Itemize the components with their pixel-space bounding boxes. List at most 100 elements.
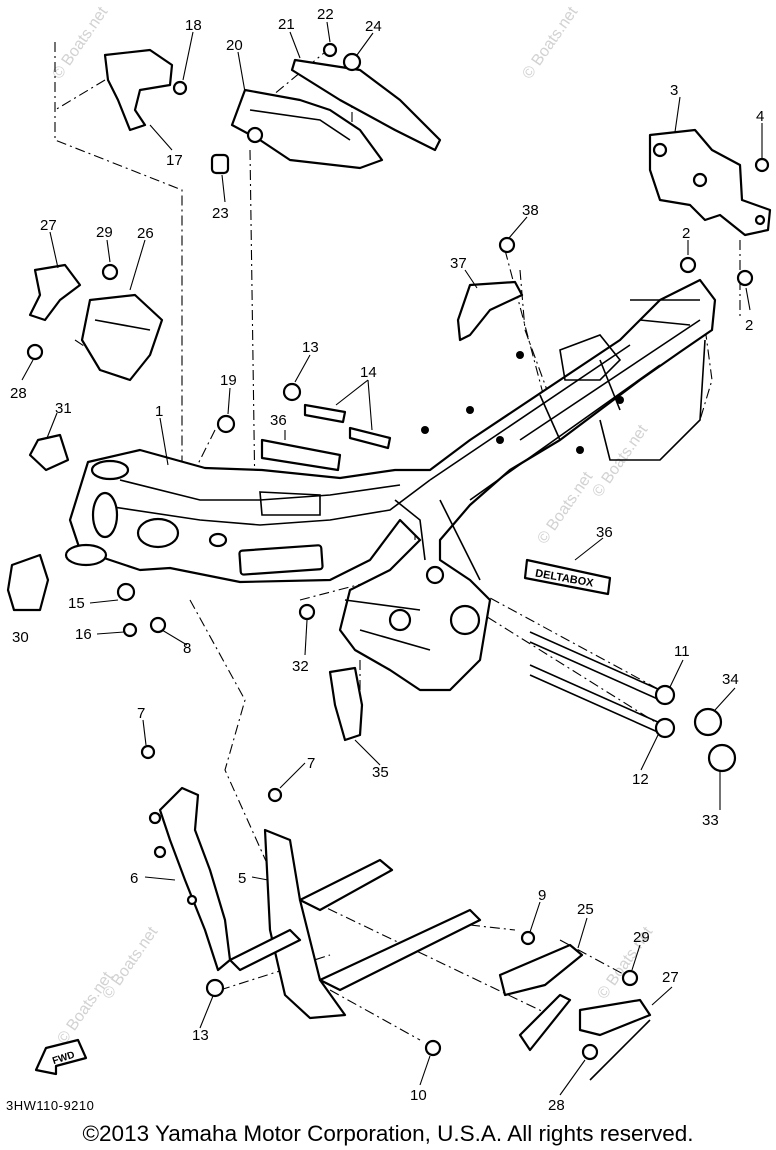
- callout-3: 3: [670, 82, 678, 99]
- bolt-9: [520, 930, 536, 946]
- copyright-notice: ©2013 Yamaha Motor Corporation, U.S.A. A…: [82, 1121, 694, 1146]
- callout-24: 24: [365, 18, 382, 35]
- callout-14: 14: [360, 364, 377, 381]
- nut-2-b: [736, 269, 754, 287]
- callout-31: 31: [55, 400, 72, 417]
- callout-21: 21: [278, 16, 295, 33]
- callout-18: 18: [185, 17, 202, 34]
- nut-2-a: [679, 256, 697, 274]
- fwd-arrow: FWD: [34, 1038, 88, 1076]
- long-bolts: [529, 631, 676, 739]
- bolt-15: [116, 582, 136, 602]
- cap-34: [693, 707, 723, 737]
- grommet-32: [298, 603, 316, 621]
- watermark-5: © Boats.net: [99, 923, 161, 1002]
- callout-35: 35: [372, 764, 389, 781]
- part-27-bracket-low: [578, 998, 652, 1081]
- callout-11: 11: [674, 643, 690, 660]
- callout-34: 34: [722, 671, 739, 688]
- part-5-subframe: [228, 828, 482, 1020]
- callout-9: 9: [538, 887, 546, 904]
- bolt-4: [754, 157, 770, 173]
- bolt-10: [424, 1039, 442, 1057]
- seal-31: [28, 433, 70, 472]
- cap-30: [6, 553, 50, 612]
- bolt-7-a: [140, 744, 156, 760]
- main-frame: [64, 278, 717, 692]
- callout-23: 23: [212, 205, 229, 222]
- callout-17: 17: [166, 152, 183, 169]
- nut-8: [149, 616, 167, 634]
- part-20-cover: [230, 88, 384, 170]
- callout-32: 32: [292, 658, 309, 675]
- callout-13b: 13: [192, 1027, 209, 1044]
- callout-25: 25: [577, 901, 594, 918]
- part-36-plates: DELTABOX: [260, 438, 612, 596]
- callouts: 1 2 2 3 4 5 6 7 7 8 9 10 11 12 13 13 14 …: [10, 6, 764, 1114]
- callout-12: 12: [632, 771, 649, 788]
- nut-18: [172, 80, 188, 96]
- bolt-16: [122, 622, 138, 638]
- watermark-3: © Boats.net: [534, 468, 596, 547]
- callout-1: 1: [155, 403, 163, 420]
- callout-22: 22: [317, 6, 334, 23]
- pin-14-b: [348, 426, 392, 450]
- part-21-panel: [290, 58, 442, 152]
- callout-10: 10: [410, 1087, 427, 1104]
- callout-8: 8: [183, 640, 191, 657]
- nut-13-top: [282, 382, 302, 402]
- part-3-bracket: [648, 128, 772, 237]
- callout-19: 19: [220, 372, 237, 389]
- part-25-bracket: [498, 943, 584, 1052]
- collar-23: [210, 153, 230, 175]
- bolt-28-top: [26, 343, 44, 361]
- callout-36b: 36: [596, 524, 613, 541]
- callout-27a: 27: [40, 217, 57, 234]
- watermark-1: © Boats.net: [49, 3, 111, 82]
- leader-lines: [21, 21, 763, 1096]
- callout-30: 30: [12, 629, 29, 646]
- callout-2b: 2: [745, 317, 753, 334]
- part-27-bracket-top: [28, 263, 82, 322]
- hardware: [6, 42, 770, 1061]
- watermark-6: © Boats.net: [54, 968, 116, 1047]
- bolt-38: [498, 236, 516, 254]
- callout-26: 26: [137, 225, 154, 242]
- callout-37: 37: [450, 255, 467, 272]
- part-35-bracket: [328, 666, 364, 742]
- nut-29-low: [621, 969, 639, 987]
- callout-13a: 13: [302, 339, 319, 356]
- callout-36a: 36: [270, 412, 287, 429]
- part-6-rail: [148, 786, 232, 972]
- drawing-code: 3HW110-9210: [6, 1098, 95, 1113]
- callout-15: 15: [68, 595, 85, 612]
- callout-27b: 27: [662, 969, 679, 986]
- callout-6: 6: [130, 870, 138, 887]
- nut-29-top: [101, 263, 119, 281]
- nut-24: [342, 52, 362, 72]
- callout-16: 16: [75, 626, 92, 643]
- bolt-7-b: [267, 787, 283, 803]
- bolt-28-low: [581, 1043, 599, 1061]
- nut-19: [216, 414, 236, 434]
- deltabox-plate: [523, 558, 612, 596]
- callout-28b: 28: [548, 1097, 565, 1114]
- pin-14-a: [303, 403, 347, 424]
- part-26-bracket: [80, 293, 164, 382]
- callout-4: 4: [756, 108, 764, 125]
- callout-33: 33: [702, 812, 719, 829]
- callout-7b: 7: [307, 755, 315, 772]
- callout-20: 20: [226, 37, 243, 54]
- watermark-2: © Boats.net: [519, 3, 581, 82]
- callout-5: 5: [238, 870, 246, 887]
- callout-29a: 29: [96, 224, 113, 241]
- part-17-bracket: [103, 48, 174, 132]
- callout-7a: 7: [137, 705, 145, 722]
- nut-22: [322, 42, 338, 58]
- callout-2a: 2: [682, 225, 690, 242]
- cap-33: [707, 743, 737, 773]
- nut-13-low: [205, 978, 225, 998]
- callout-38: 38: [522, 202, 539, 219]
- callout-29b: 29: [633, 929, 650, 946]
